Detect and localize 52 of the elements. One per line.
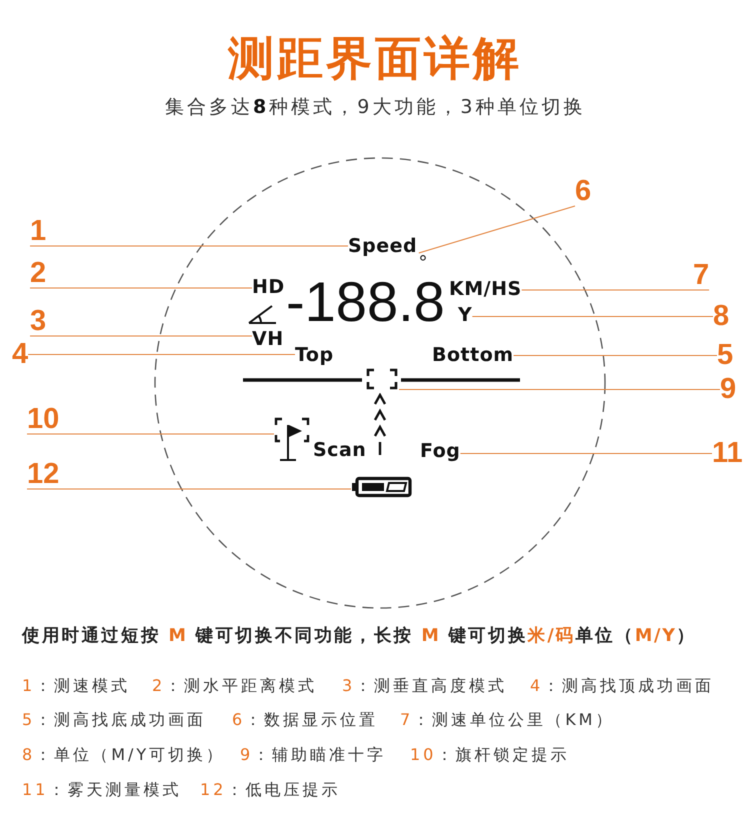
key-entry: 10：旗杆锁定提示 [410, 745, 570, 766]
callout-number: 6 [575, 177, 592, 206]
lcd-label: Top [295, 345, 334, 367]
lcd-label: Y [458, 305, 472, 327]
key-entry: 1：测速模式 [22, 676, 130, 697]
callout-number: 5 [717, 341, 734, 370]
callout-number: 1 [30, 217, 46, 246]
key-entry: 5：测高找底成功画面 [22, 710, 206, 731]
key-entry: 8：单位（M/Y可切换） [22, 745, 226, 766]
key-entry: 12：低电压提示 [200, 780, 340, 801]
leader-line [30, 245, 348, 247]
digit-readout: -188.8 [286, 274, 445, 330]
callout-number: 12 [27, 460, 60, 489]
crosshair-icon [365, 367, 399, 391]
degree-sign: ° [419, 253, 427, 273]
lcd-label: Fog [420, 441, 460, 463]
key-entry: 9：辅助瞄准十字 [240, 745, 386, 766]
key-entry: 3：测垂直高度模式 [342, 676, 508, 697]
title: 测距界面详解 [228, 31, 522, 86]
leader-line [399, 388, 720, 390]
callout-number: 7 [693, 261, 710, 290]
lcd-label: Scan [313, 440, 366, 462]
leader-line [30, 287, 252, 289]
leader-line [30, 335, 252, 337]
leader-line [514, 354, 717, 356]
lcd-label: KM/HS [449, 279, 522, 301]
key-entry: 2：测水平距离模式 [152, 676, 318, 697]
leader-line [27, 433, 274, 435]
leader-line [472, 316, 713, 318]
callout-number: 10 [27, 405, 60, 434]
flag-icon [274, 417, 310, 463]
callout-number: 2 [30, 259, 46, 288]
key-entry: 7：测速单位公里（KM） [400, 710, 614, 731]
callout-number: 3 [30, 307, 46, 336]
leader-line [27, 488, 351, 490]
lcd-label: Speed [348, 236, 418, 258]
leader-line [460, 452, 712, 454]
leader-line [418, 205, 576, 254]
key-entry: 11：雾天测量模式 [22, 780, 182, 801]
leader-line [28, 354, 295, 356]
lcd-label: HD [252, 277, 285, 299]
instruction-text: 使用时通过短按 M 键可切换不同功能，长按 M 键可切换米/码单位（M/Y） [22, 625, 697, 648]
lcd-label: Bottom [432, 345, 514, 367]
callout-number: 8 [713, 302, 730, 331]
callout-number: 4 [12, 340, 28, 369]
callout-number: 9 [720, 375, 736, 404]
leader-line [522, 289, 710, 291]
battery-icon [351, 476, 413, 498]
callout-number: 11 [712, 439, 743, 468]
key-entry: 6：数据显示位置 [232, 710, 378, 731]
lcd-label: VH [252, 329, 284, 351]
key-entry: 4：测高找顶成功画面 [530, 676, 714, 697]
